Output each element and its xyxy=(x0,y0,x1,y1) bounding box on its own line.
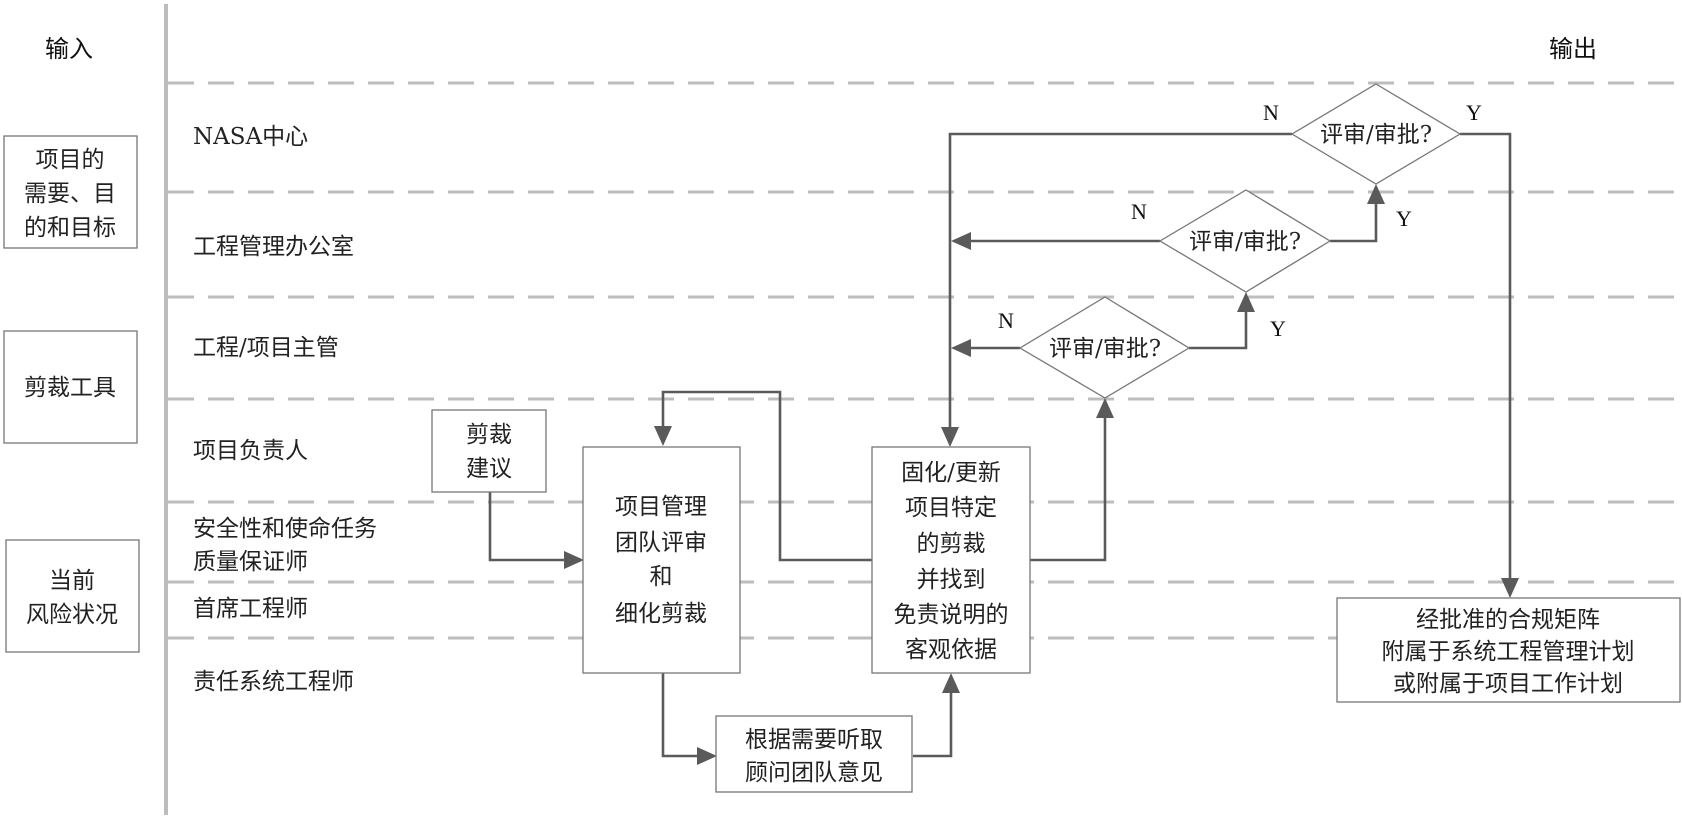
lane-label-project-lead: 项目负责人 xyxy=(193,438,308,464)
svg-text:评审/审批?: 评审/审批? xyxy=(1189,229,1301,255)
input-current-risk: 当前 风险状况 xyxy=(5,539,140,653)
svg-text:项目特定: 项目特定 xyxy=(905,495,997,521)
arrowhead-icon xyxy=(697,747,717,765)
svg-text:根据需要听取: 根据需要听取 xyxy=(745,727,883,753)
lane-label-sma-line1: 安全性和使命任务 xyxy=(193,516,377,542)
box-advisory: 根据需要听取 顾问团队意见 xyxy=(715,715,913,793)
connector-finalize-to-decision1 xyxy=(1030,412,1107,562)
arrowhead-icon xyxy=(951,232,971,250)
svg-text:客观依据: 客观依据 xyxy=(905,637,997,663)
output-header: 输出 xyxy=(1549,35,1597,63)
svg-text:细化剪裁: 细化剪裁 xyxy=(615,601,707,627)
svg-text:和: 和 xyxy=(650,564,673,590)
input-header: 输入 xyxy=(45,35,93,63)
arrowhead-icon xyxy=(564,551,584,569)
connector-advisory-to-finalize xyxy=(913,688,953,758)
connector-decision2-yes xyxy=(1330,198,1378,243)
svg-text:评审/审批?: 评审/审批? xyxy=(1049,336,1161,362)
input-project-needs: 项目的 需要、目 的和目标 xyxy=(3,135,138,249)
arrowhead-icon xyxy=(942,673,960,693)
svg-text:评审/审批?: 评审/审批? xyxy=(1320,122,1432,148)
box-tailoring-suggestion: 剪裁 建议 xyxy=(431,409,547,493)
box-finalize: 固化/更新 项目特定 的剪裁 并找到 免责说明的 客观依据 xyxy=(871,446,1031,674)
arrowhead-icon xyxy=(1096,398,1114,418)
arrowhead-icon xyxy=(1501,578,1519,598)
svg-text:或附属于项目工作计划: 或附属于项目工作计划 xyxy=(1393,671,1623,697)
lane-label-nasa-center: NASA中心 xyxy=(193,124,308,150)
svg-text:项目管理: 项目管理 xyxy=(615,494,707,520)
lane-label-chief-engineer: 首席工程师 xyxy=(193,596,308,622)
lane-label-responsible-se: 责任系统工程师 xyxy=(193,669,354,695)
svg-text:建议: 建议 xyxy=(466,456,512,482)
connector-decision3-yes xyxy=(1460,132,1512,585)
no-label: N xyxy=(998,308,1014,333)
decision-nasa-center: 评审/审批? N Y xyxy=(1263,83,1482,185)
decision-program-office: 评审/审批? N Y xyxy=(1131,189,1412,293)
arrowhead-icon xyxy=(941,427,959,447)
svg-text:附属于系统工程管理计划: 附属于系统工程管理计划 xyxy=(1382,639,1635,665)
connector-review-to-advisory xyxy=(661,673,703,758)
connector-suggestion-to-review xyxy=(488,492,570,562)
svg-text:需要、目: 需要、目 xyxy=(24,181,116,207)
svg-text:顾问团队意见: 顾问团队意见 xyxy=(745,760,883,786)
lane-label-program-office: 工程管理办公室 xyxy=(193,234,354,260)
yes-label: Y xyxy=(1270,316,1286,341)
svg-text:剪裁工具: 剪裁工具 xyxy=(24,375,116,401)
svg-text:剪裁: 剪裁 xyxy=(466,422,512,448)
svg-text:的剪裁: 的剪裁 xyxy=(917,531,986,557)
lane-label-sma-line2: 质量保证师 xyxy=(193,549,308,575)
arrowhead-icon xyxy=(654,426,672,446)
svg-text:团队评审: 团队评审 xyxy=(615,530,707,556)
box-team-review: 项目管理 团队评审 和 细化剪裁 xyxy=(582,446,741,674)
no-label: N xyxy=(1131,199,1147,224)
arrowhead-icon xyxy=(951,339,971,357)
svg-text:免责说明的: 免责说明的 xyxy=(894,602,1009,628)
no-label: N xyxy=(1263,100,1279,125)
flow-connectors xyxy=(488,132,1519,765)
lane-label-program-project-manager: 工程/项目主管 xyxy=(193,335,339,361)
arrowhead-icon xyxy=(1237,292,1255,312)
svg-text:风险状况: 风险状况 xyxy=(26,602,118,628)
connector-decision1-yes xyxy=(1189,306,1248,350)
decision-program-project-manager: 评审/审批? N Y xyxy=(998,296,1286,399)
yes-label: Y xyxy=(1396,206,1412,231)
svg-text:的和目标: 的和目标 xyxy=(24,215,116,241)
input-tailoring-tools: 剪裁工具 xyxy=(3,330,138,444)
connector-decision3-no xyxy=(948,132,1292,433)
svg-text:项目的: 项目的 xyxy=(36,147,105,173)
svg-text:固化/更新: 固化/更新 xyxy=(901,460,1001,486)
svg-text:当前: 当前 xyxy=(49,568,95,594)
arrowhead-icon xyxy=(1367,184,1385,204)
svg-text:经批准的合规矩阵: 经批准的合规矩阵 xyxy=(1416,607,1600,633)
box-output-compliance-matrix: 经批准的合规矩阵 附属于系统工程管理计划 或附属于项目工作计划 xyxy=(1336,597,1681,703)
svg-text:并找到: 并找到 xyxy=(917,567,986,593)
connector-finalize-to-review xyxy=(661,390,873,562)
yes-label: Y xyxy=(1466,100,1482,125)
